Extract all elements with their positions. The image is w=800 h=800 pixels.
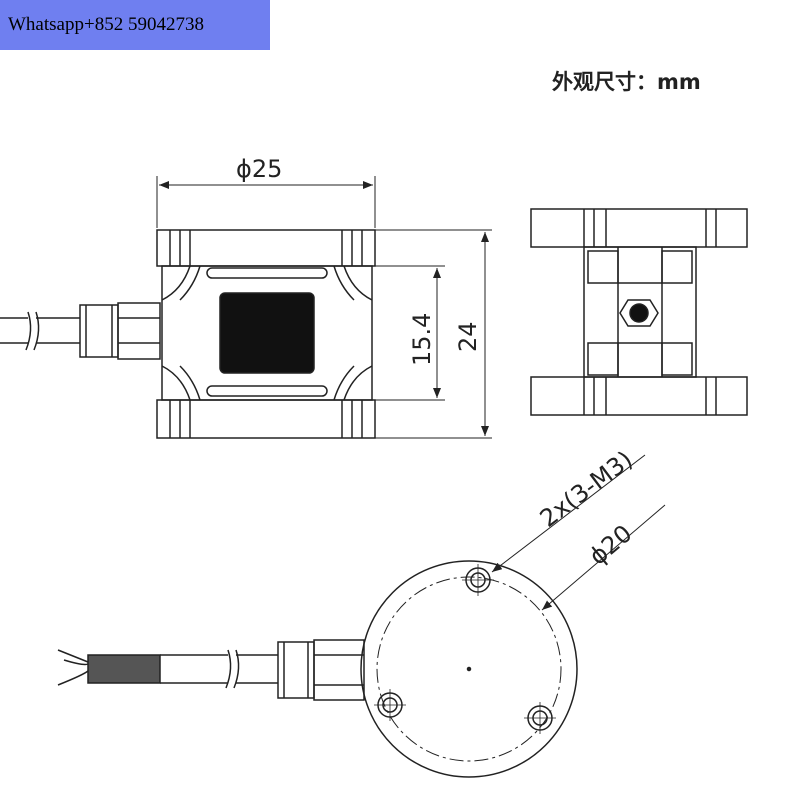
mounting-hole-right: [524, 702, 556, 734]
front-bottom-flange: [156, 399, 376, 439]
front-body: [161, 265, 373, 401]
dim-holes: 2x(3-M3): [535, 445, 638, 532]
bottom-disc: [360, 560, 578, 778]
mounting-hole-left: [374, 689, 406, 721]
center-mark: [466, 666, 472, 672]
dim-diameter-25: ϕ25: [236, 155, 282, 183]
dim-height-15-4: 15.4: [408, 313, 436, 366]
side-hex-nut: [619, 299, 659, 327]
side-top-flange: [530, 208, 748, 248]
side-view: [530, 208, 748, 416]
bolt-circle: [376, 576, 562, 762]
front-cable: [0, 311, 80, 351]
side-bottom-flange: [530, 376, 748, 416]
bottom-dimensions: [491, 454, 666, 611]
front-view: [0, 229, 376, 439]
side-body: [583, 246, 697, 378]
dim-height-24: 24: [454, 321, 482, 352]
dim-diameter-20: ϕ20: [584, 519, 638, 570]
unit-label: 外观尺寸：mm: [552, 70, 701, 94]
side-cable-exit: [629, 303, 649, 323]
contact-badge: Whatsapp+852 59042738: [0, 0, 270, 50]
front-dimensions: [156, 176, 492, 439]
front-sensor-window: [219, 292, 315, 374]
bottom-cable: [57, 649, 278, 689]
front-top-flange: [156, 229, 376, 267]
mounting-hole-top: [462, 564, 494, 596]
bottom-view: [57, 560, 578, 778]
bottom-cable-gland: [277, 639, 365, 701]
front-cable-gland: [79, 302, 161, 360]
